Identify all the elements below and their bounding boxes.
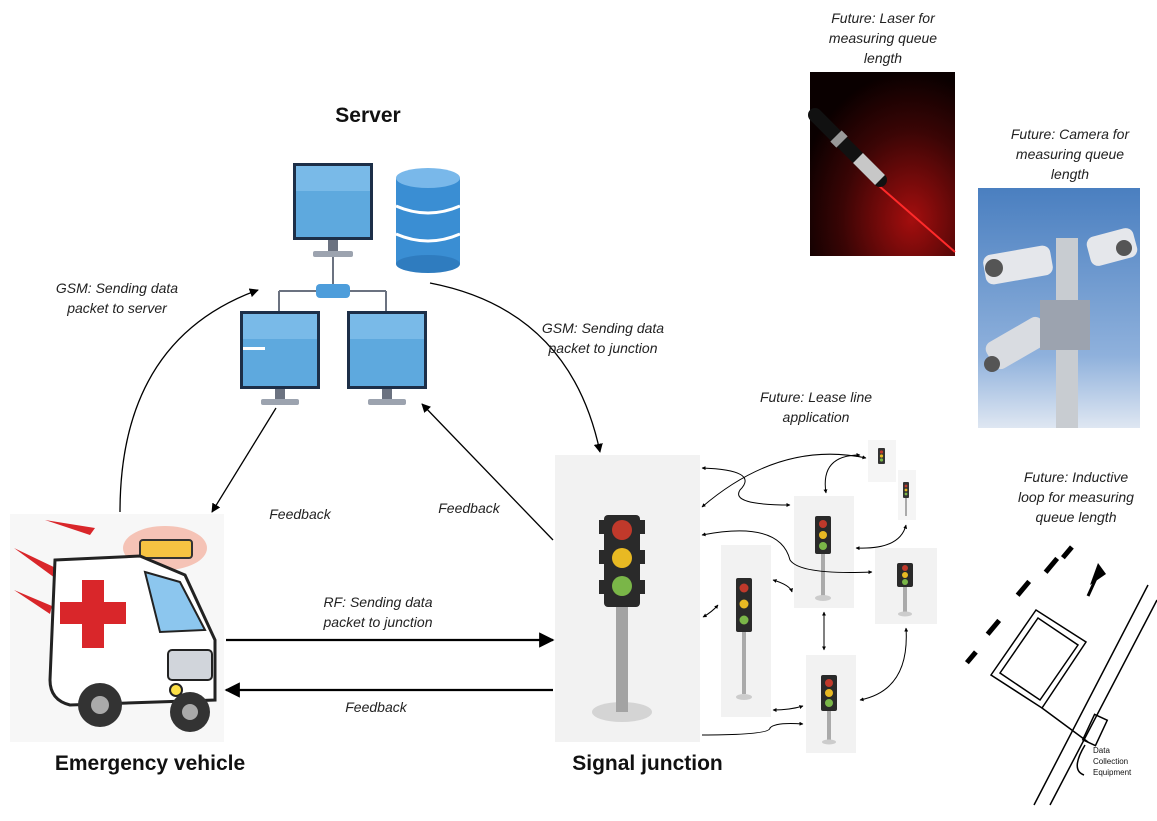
traffic-light-small-icon [875,548,937,624]
edge-label-gsm-to-server: GSM: Sending data packet to server [55,280,179,316]
client-monitor-right-icon [347,311,427,405]
server-monitor-icon [293,163,373,257]
future-camera-label: Future: Camera for measuring queue lengt… [1010,126,1130,182]
edge-label-feedback-junction-vehicle: Feedback [345,699,407,715]
traffic-light-small-icon [898,470,916,520]
edge-label-feedback-junction-server: Feedback [438,500,500,516]
client-monitor-left-icon [240,311,320,405]
network-hub-icon [278,257,387,312]
data-collection-equipment-label: Data Collection Equipment [1093,746,1132,777]
edge-label-gsm-to-junction: GSM: Sending data packet to junction [541,320,665,356]
signal-junction-title: Signal junction [572,752,723,775]
future-lease-line-label: Future: Lease line application [759,389,873,425]
server-title: Server [335,104,401,127]
traffic-light-small-icon [806,655,856,753]
future-laser-label: Future: Laser for measuring queue length [828,10,938,66]
edge-label-rf-to-junction: RF: Sending data packet to junction [323,594,433,630]
emergency-vehicle-title: Emergency vehicle [54,752,246,775]
future-inductive-loop-label: Future: Inductive loop for measuring que… [1018,469,1134,525]
traffic-light-small-icon [868,440,896,482]
edge-label-feedback-server-vehicle: Feedback [269,506,331,522]
database-icon [395,168,461,273]
